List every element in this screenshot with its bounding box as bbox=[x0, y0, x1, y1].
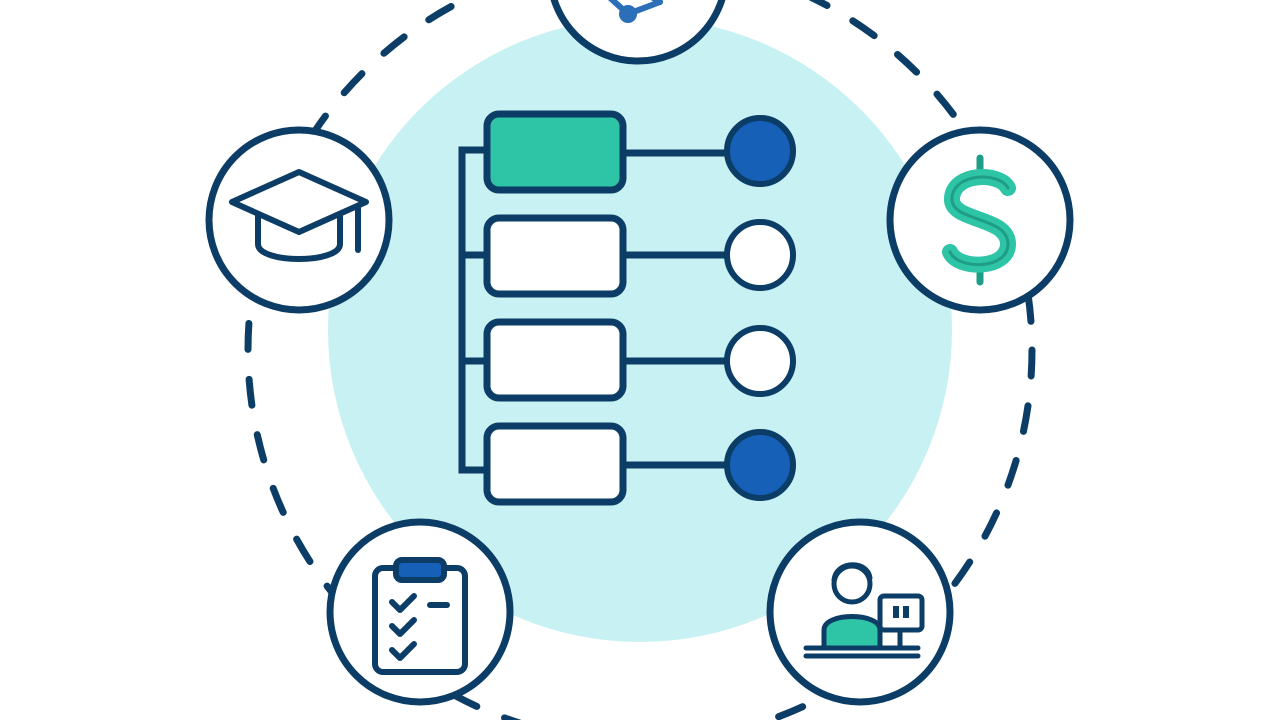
dashed-orbit-ring bbox=[244, 0, 1036, 720]
person-at-computer-icon bbox=[803, 562, 925, 659]
option-box-4 bbox=[483, 422, 627, 506]
option-tree bbox=[458, 146, 732, 474]
selector-dot-2 bbox=[724, 219, 796, 291]
option-box-2 bbox=[483, 214, 627, 298]
satellite-finance bbox=[886, 126, 1074, 314]
satellite-network bbox=[550, 0, 726, 65]
checklist-clipboard-icon bbox=[372, 557, 468, 675]
satellite-circle bbox=[550, 0, 726, 65]
graduation-cap-icon bbox=[229, 169, 369, 262]
option-box-3 bbox=[483, 318, 627, 402]
satellite-support bbox=[766, 518, 954, 706]
satellite-tasks bbox=[326, 518, 514, 706]
selector-dot-4 bbox=[724, 429, 796, 501]
satellite-education bbox=[205, 126, 393, 314]
tree-spine bbox=[458, 146, 491, 474]
option-box-1 bbox=[483, 110, 627, 194]
selector-dot-1 bbox=[724, 115, 796, 187]
selector-dot-3 bbox=[724, 325, 796, 397]
dollar-icon bbox=[942, 154, 1016, 286]
network-icon bbox=[607, 0, 663, 23]
